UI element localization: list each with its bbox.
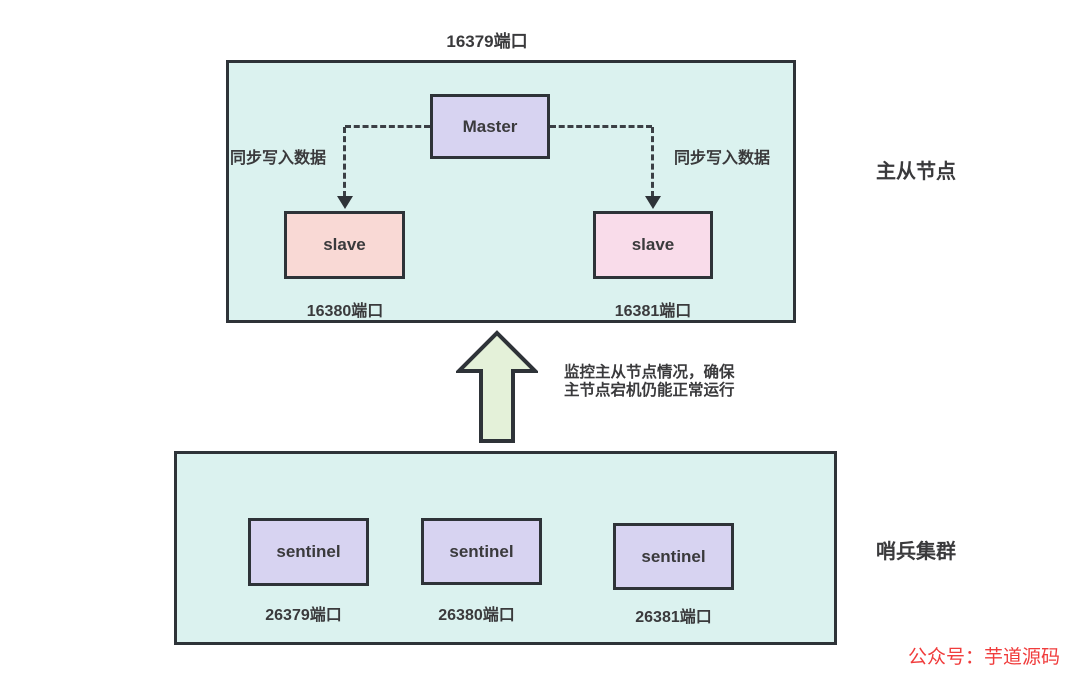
monitor-note-line2: 主节点宕机仍能正常运行 [564,382,735,399]
sentinel-3-port-label: 26381端口 [635,609,712,626]
slave-right-port-label: 16381端口 [614,303,692,320]
master-node: Master [430,94,550,159]
sentinel-node-label: sentinel [449,541,514,561]
sentinel-node-label: sentinel [641,546,706,566]
sync-write-label-left: 同步写入数据 [230,150,327,167]
master-slave-group-label: 主从节点 [876,161,956,183]
master-port-title: 16379端口 [446,32,528,51]
master-node-label: Master [462,116,518,136]
sentinel-node-label: sentinel [276,542,341,561]
slave-node-right: slave [593,211,713,279]
sentinel-node-1: sentinel [248,518,369,586]
slave-left-port-label: 16380端口 [306,303,384,320]
slave-node-label: slave [631,235,675,254]
down-arrowhead-icon [645,196,661,209]
sentinel-node-2: sentinel [421,518,542,585]
sentinel-1-port-label: 26379端口 [265,607,342,624]
connector-master-to-left-slave-horizontal [345,125,430,128]
connector-master-to-right-slave-horizontal [550,125,652,128]
slave-node-label: slave [323,235,366,254]
monitor-note: 监控主从节点情况，确保 主节点宕机仍能正常运行 [564,364,735,400]
down-arrowhead-icon [337,196,353,209]
connector-master-to-left-slave-vertical [343,127,346,197]
sync-write-label-right: 同步写入数据 [674,150,771,167]
watermark-text: 公众号：芋道源码 [908,647,1061,668]
monitor-note-line1: 监控主从节点情况，确保 [564,364,735,381]
sentinel-group-label: 哨兵集群 [876,541,956,563]
up-arrow-icon [456,330,538,443]
connector-master-to-right-slave-vertical [651,127,654,197]
slave-node-left: slave [284,211,405,279]
sentinel-node-3: sentinel [613,523,734,590]
sentinel-2-port-label: 26380端口 [438,607,515,624]
